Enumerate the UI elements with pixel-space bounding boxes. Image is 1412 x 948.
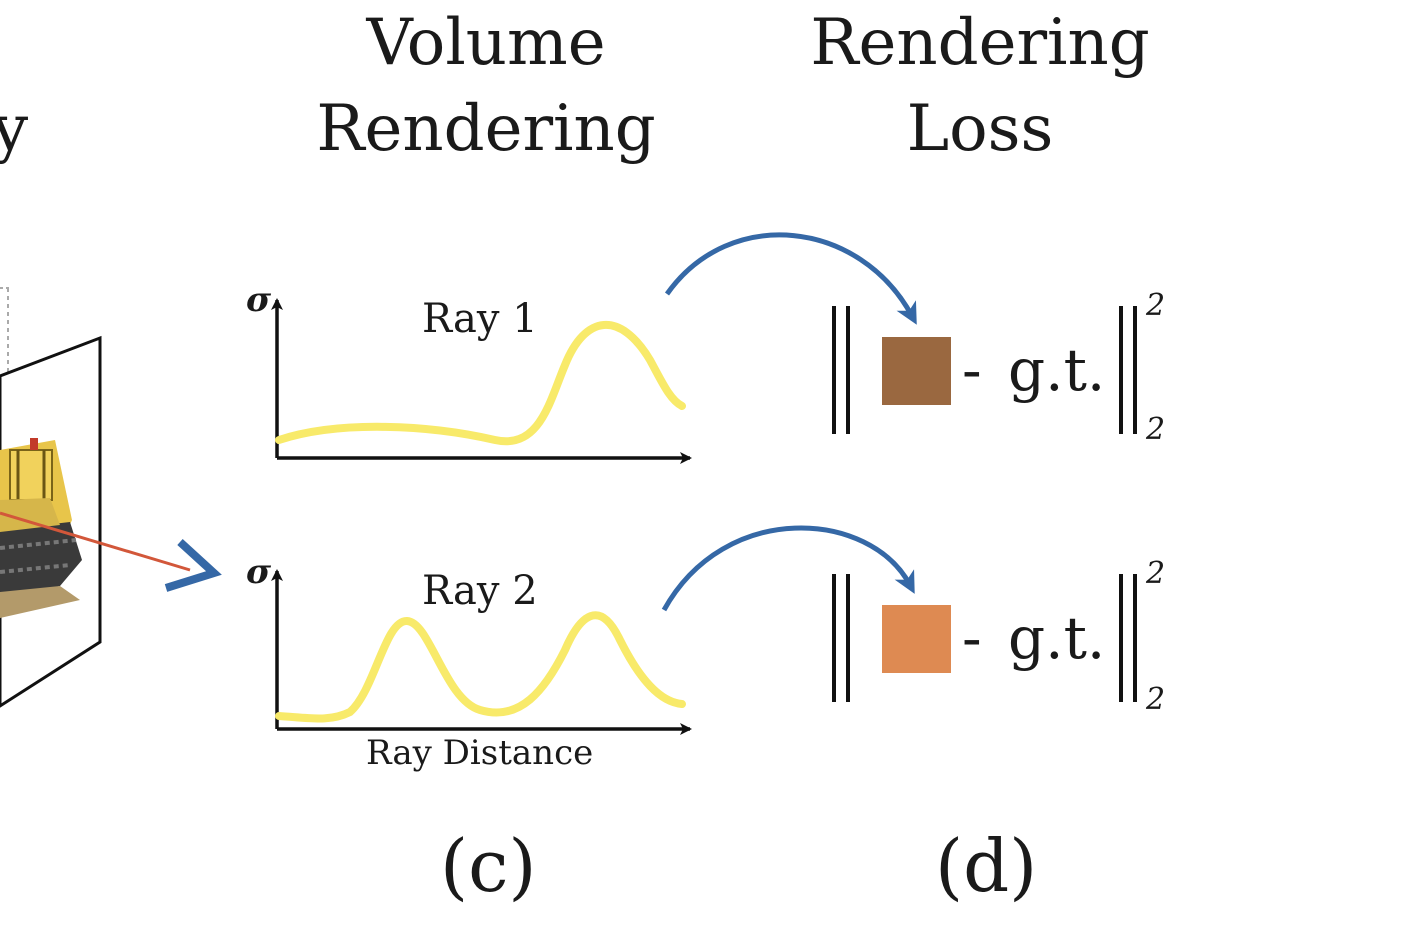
camera-ray [0, 511, 191, 572]
caption-d: (d) [935, 824, 1038, 908]
partial-heading-left: y [0, 92, 29, 166]
heading-line: Rendering [316, 92, 656, 166]
norm-superscript-2: 2 [1146, 556, 1166, 591]
ray1-density-curve [275, 320, 686, 446]
ground-truth-label-2: g.t. [1008, 604, 1106, 672]
ray1-sigma-label: σ [246, 280, 272, 320]
rendering-loss-heading: Rendering Loss [775, 0, 1185, 172]
ground-truth-label-1: g.t. [1008, 336, 1106, 404]
ray1-plot [271, 298, 692, 464]
ray2-plot [271, 569, 692, 735]
minus-sign-1: - [962, 336, 982, 404]
rendered-color-swatch-1 [882, 337, 951, 405]
ray2-density-curve [275, 611, 686, 723]
ray1-to-loss-arrow [664, 232, 917, 325]
heading-line: Loss [906, 92, 1054, 166]
loss-row-2 [832, 574, 1137, 702]
ray2-to-loss-arrow [661, 525, 915, 612]
heading-line: Volume [366, 6, 606, 80]
norm-subscript-2: 2 [1146, 682, 1166, 717]
loss-row-1 [832, 306, 1137, 434]
volume-rendering-heading: Volume Rendering [280, 0, 692, 172]
norm-subscript-1: 2 [1146, 412, 1166, 447]
camera-eye-icon [164, 539, 222, 592]
ray2-sigma-label: σ [246, 552, 272, 592]
bulldozer-image [0, 438, 82, 618]
ray1-label: Ray 1 [422, 296, 538, 342]
x-axis-label: Ray Distance [366, 733, 594, 773]
ray2-label: Ray 2 [422, 568, 538, 614]
rendered-color-swatch-2 [882, 605, 951, 673]
image-plane [0, 287, 222, 708]
minus-sign-2: - [962, 604, 982, 672]
caption-c: (c) [440, 824, 537, 908]
heading-line: Rendering [810, 6, 1150, 80]
norm-superscript-1: 2 [1146, 288, 1166, 323]
